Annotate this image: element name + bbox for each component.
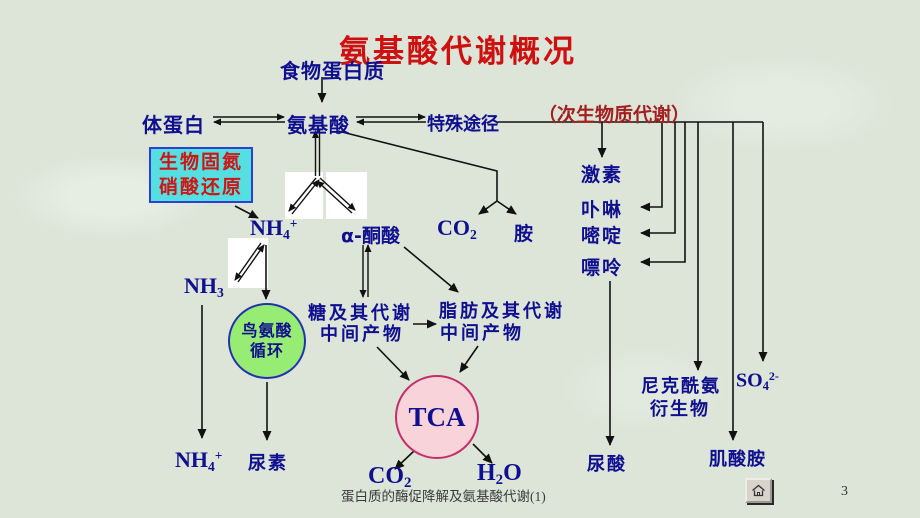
node-uric-acid: 尿酸	[587, 454, 627, 475]
node-so4: SO42-	[736, 369, 779, 394]
reversible-arrows	[213, 113, 426, 298]
node-nh4-top: NH4+	[250, 215, 298, 242]
node-fat-metabolites-line2: 中间产物	[440, 323, 524, 344]
node-ornithine-cycle: 鸟氨酸 循环	[228, 303, 306, 379]
node-pyrimidine: 嘧啶	[581, 225, 624, 247]
node-porphyrin: 卟啉	[581, 199, 624, 221]
node-secondary-metabolism: （次生物质代谢）	[538, 104, 691, 126]
box-nitrogen-fixation-line2: 硝酸还原	[158, 176, 243, 198]
node-hormone: 激素	[581, 164, 624, 186]
node-nh3: NH3	[184, 273, 224, 300]
node-body-protein: 体蛋白	[142, 113, 205, 137]
ornithine-cycle-line1: 鸟氨酸	[241, 321, 293, 340]
home-button[interactable]	[745, 478, 772, 503]
slide-title: 氨基酸代谢概况	[339, 34, 577, 70]
page-number: 3	[841, 484, 848, 499]
node-food-protein: 食物蛋白质	[280, 59, 385, 83]
ornithine-cycle-line2: 循环	[249, 341, 284, 360]
node-purine: 嘌呤	[581, 257, 624, 279]
node-h2o: H2O	[477, 460, 522, 489]
box-nitrogen-fixation: 生物固氮 硝酸还原	[149, 147, 253, 203]
box-nitrogen-fixation-line1: 生物固氮	[158, 151, 243, 173]
node-special-pathway: 特殊途径	[427, 114, 499, 135]
node-co2-bottom: CO2	[368, 463, 412, 492]
node-co2-mid: CO2	[437, 215, 477, 242]
tca-label: TCA	[408, 401, 466, 432]
node-amino-acid: 氨基酸	[287, 113, 350, 137]
node-amine: 胺	[514, 223, 534, 245]
node-alpha-keto-acid: α-酮酸	[341, 225, 400, 247]
node-urea: 尿素	[248, 453, 288, 474]
node-nicotinamide-line1: 尼克酰氨	[641, 376, 721, 397]
footer-caption: 蛋白质的酶促降解及氨基酸代谢(1)	[341, 489, 546, 504]
flow-arrows	[197, 77, 517, 470]
node-sugar-metabolites-line2: 中间产物	[320, 324, 404, 345]
node-tca-cycle: TCA	[395, 375, 479, 459]
comb-lines	[498, 121, 768, 446]
node-creatine-amide: 肌酸胺	[709, 449, 766, 470]
node-nicotinamide-line2: 衍生物	[650, 399, 710, 420]
node-fat-metabolites-line1: 脂肪及其代谢	[439, 301, 565, 322]
node-sugar-metabolites-line1: 糖及其代谢	[308, 303, 413, 324]
home-icon	[751, 484, 766, 497]
node-nh4-bottom: NH4+	[175, 447, 223, 474]
